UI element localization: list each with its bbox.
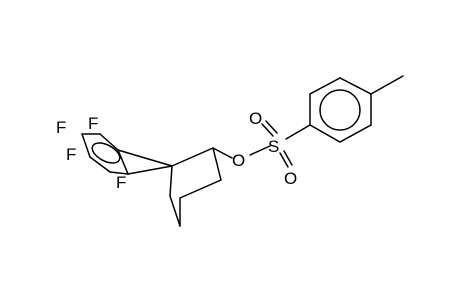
bond-c2-to-c3 [212, 147, 222, 181]
fluorinated-benzene-ring [81, 133, 129, 175]
fluorine-label-2: F [56, 118, 66, 137]
bond-bridgehead-to-c2 [171, 147, 214, 167]
bond-s-aryl [285, 124, 311, 140]
bond-bridge-top-left [117, 149, 173, 167]
sulfonyl-oxygen-bottom-label: O [284, 169, 297, 188]
bond-s-o-bottom-1 [279, 152, 289, 168]
bond-ring-e [81, 133, 91, 158]
bond-c-o-ester [212, 147, 233, 159]
sulfonyl-oxygen-top-label: O [249, 109, 262, 128]
tolyl-ring [309, 75, 404, 143]
bond-ring-c [109, 171, 129, 175]
bond-c3-to-ethano [179, 179, 222, 199]
bond-s-o-bottom-2 [283, 150, 293, 166]
bond-bridge-bottom-left [127, 165, 173, 175]
bond-bridge-to-bottom [169, 195, 181, 227]
bond-ring-a [99, 133, 119, 151]
bicyclic-framework [117, 147, 222, 227]
bond-bridgehead-down [169, 165, 173, 197]
bond-ring-b [117, 149, 129, 175]
fluorine-label-3: F [66, 145, 76, 164]
bond-o-s [249, 145, 271, 156]
aromatic-circle-left [91, 142, 121, 164]
bond-ring-d [89, 156, 111, 173]
bond-s-o-top-1 [261, 123, 274, 137]
tolyl-hexagon [309, 77, 372, 143]
sulfur-label: S [268, 137, 279, 156]
bond-s-o-top-2 [265, 120, 278, 134]
fluorine-label-1: F [88, 114, 98, 133]
ester-oxygen-label: O [232, 151, 245, 170]
fluorine-label-4: F [116, 173, 126, 192]
sulfonyl-bonds [261, 120, 293, 168]
aromatic-circle-right [319, 89, 361, 131]
bond-methyl [370, 75, 404, 95]
